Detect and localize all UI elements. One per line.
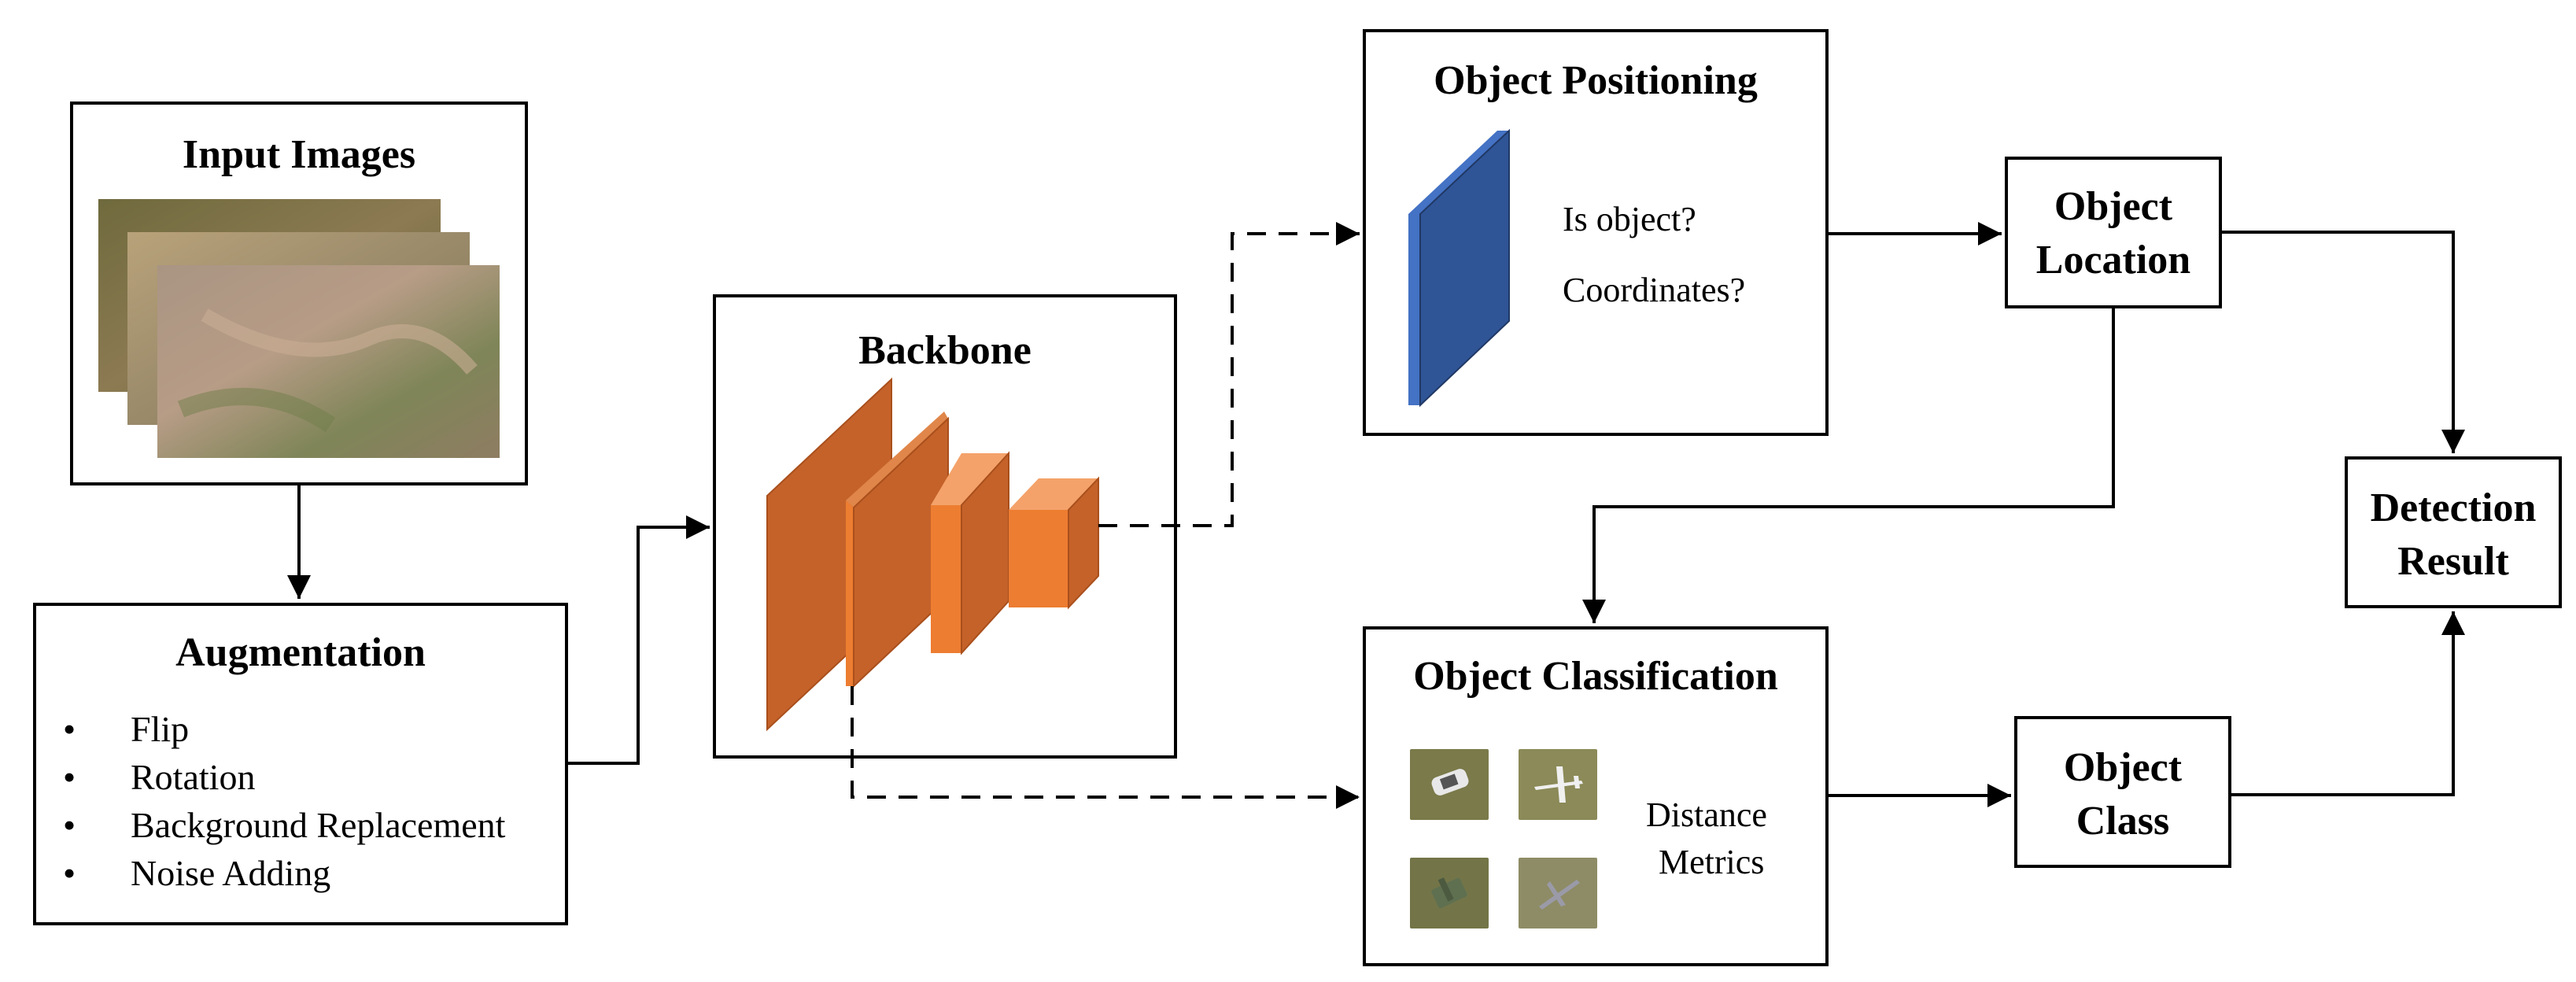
input-images-title: Input Images xyxy=(182,132,416,177)
plane-thumbnail-icon xyxy=(1519,749,1597,820)
arrow-location-to-classification xyxy=(1582,308,2115,623)
dashed-arrows xyxy=(851,222,1360,809)
car-thumbnail-icon xyxy=(1410,749,1489,820)
augmentation-list: Flip Rotation Background Replacement Noi… xyxy=(36,705,505,897)
input-image-stack xyxy=(98,199,500,458)
augmentation-item-rotation: Rotation xyxy=(36,753,505,801)
detection-result-box: Detection Result xyxy=(2345,456,2562,608)
coordinates-question: Coordinates? xyxy=(1563,271,1746,309)
object-location-box: Object Location xyxy=(2005,157,2222,308)
augmentation-item-noise: Noise Adding xyxy=(36,849,505,897)
is-object-question: Is object? xyxy=(1563,200,1696,238)
dashed-arrow-backbone-to-positioning xyxy=(1098,222,1360,527)
detection-result-line2: Result xyxy=(2397,539,2509,584)
object-positioning-title: Object Positioning xyxy=(1434,58,1758,103)
solid-arrows xyxy=(287,222,2465,807)
object-location-line2: Location xyxy=(2035,238,2191,282)
object-classification-box: Object Classification Distance Metrics xyxy=(1363,626,1829,966)
backbone-layers xyxy=(766,377,1099,732)
augmentation-box: Augmentation Flip Rotation Background Re… xyxy=(33,603,568,925)
positioning-layer xyxy=(1408,128,1510,408)
object-class-line1: Object xyxy=(2063,745,2183,790)
metrics-label: Metrics xyxy=(1659,843,1765,881)
object-classification-title: Object Classification xyxy=(1413,654,1778,699)
tank-thumbnail-icon xyxy=(1410,858,1489,928)
object-class-box: Object Class xyxy=(2014,716,2231,868)
jet-thumbnail-icon xyxy=(1519,858,1597,928)
distance-label: Distance xyxy=(1646,796,1767,834)
object-location-line1: Object xyxy=(2054,184,2173,229)
arrow-location-to-result xyxy=(2222,231,2465,453)
augmentation-item-background: Background Replacement xyxy=(36,801,505,849)
augmentation-item-flip: Flip xyxy=(36,705,505,753)
arrow-augmentation-to-backbone xyxy=(568,515,710,765)
arrow-class-to-result xyxy=(2231,611,2465,796)
object-class-line2: Class xyxy=(2076,799,2170,844)
backbone-title: Backbone xyxy=(858,328,1032,373)
dashed-arrow-backbone-to-classification xyxy=(851,686,1360,809)
detection-result-line1: Detection xyxy=(2370,485,2537,530)
augmentation-title: Augmentation xyxy=(175,630,426,675)
